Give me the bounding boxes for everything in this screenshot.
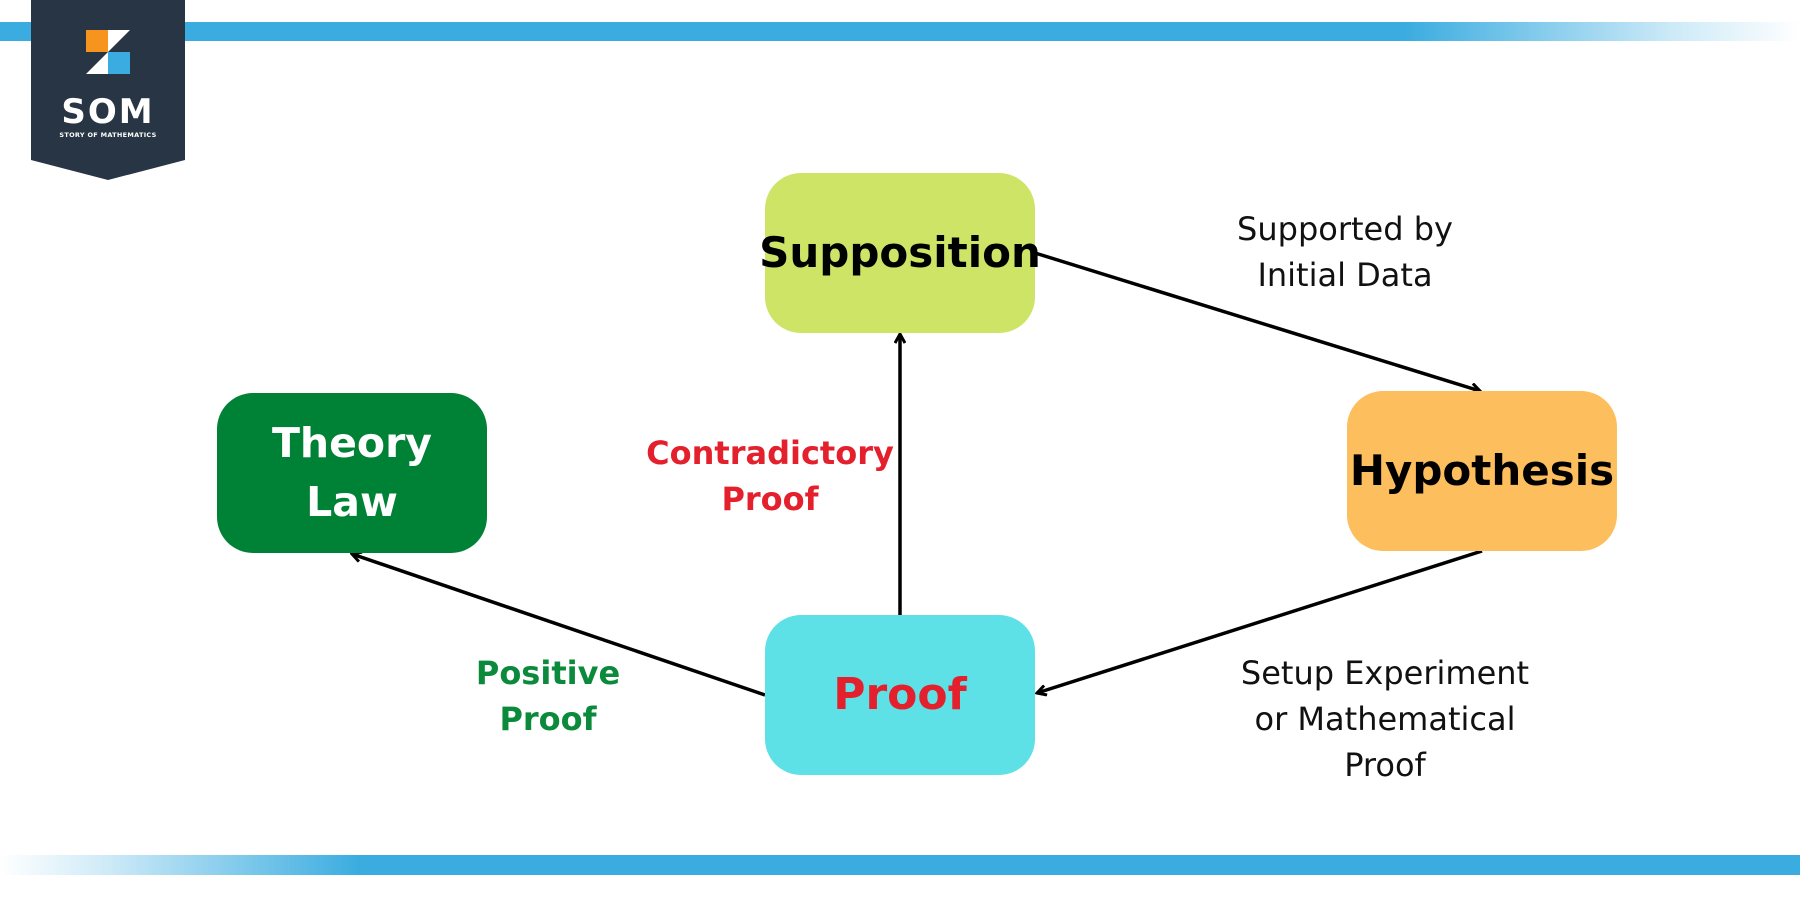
edge-label-line: Contradictory [646,434,894,472]
logo-subtitle: STORY OF MATHEMATICS [59,131,157,139]
som-logo: SOM STORY OF MATHEMATICS [31,0,185,180]
node-hypothesis-label: Hypothesis [1349,445,1615,495]
logo-white-segment-2 [86,52,108,74]
logo-orange-segment [86,30,108,52]
node-theory-law: Theory Law [217,393,487,553]
edge-label-positive-proof: Positive Proof [438,650,658,742]
logo-badge [31,0,185,180]
edge-label-line: Supported by [1237,210,1453,248]
edge-label-contradictory-proof: Contradictory Proof [640,430,900,522]
node-supposition: Supposition [759,173,1041,333]
top-accent-bar [0,22,1800,41]
logo-blue-segment [108,52,130,74]
edge-label-line: Proof [499,700,597,738]
arrow-supposition-to-hypothesis [1034,251,1480,391]
node-supposition-label: Supposition [759,227,1041,277]
node-proof-label: Proof [833,669,967,721]
edge-label-setup-experiment: Setup Experiment or Mathematical Proof [1210,650,1560,788]
logo-title: SOM [61,92,155,132]
node-law-label: Law [306,478,398,526]
bottom-accent-bar [0,855,1800,875]
arrow-hypothesis-to-proof [1037,549,1483,693]
node-theory-label: Theory [271,418,433,467]
edge-label-supported-by-initial-data: Supported by Initial Data [1195,206,1495,298]
node-proof: Proof [765,615,1035,775]
edge-label-line: Proof [1344,746,1426,784]
edge-label-line: Setup Experiment [1240,654,1530,692]
arrow-proof-to-theory-law [352,554,766,697]
logo-white-segment [108,30,130,52]
edge-label-line: Proof [721,480,819,518]
edge-label-line: Positive [475,654,621,692]
node-hypothesis: Hypothesis [1347,391,1617,551]
edge-label-line: Initial Data [1257,256,1433,294]
edge-label-line: or Mathematical [1254,700,1516,738]
